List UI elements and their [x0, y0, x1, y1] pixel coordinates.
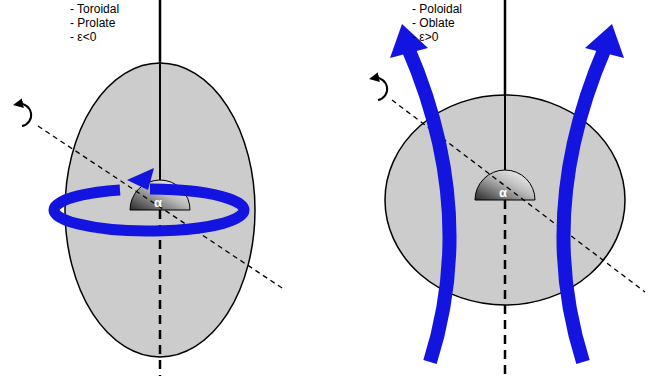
star-body [385, 95, 625, 305]
ellipticity: - ε<0 [70, 30, 96, 44]
toroidal-field [54, 189, 244, 231]
prolate-figure [18, 0, 285, 376]
angle-wedge [475, 170, 535, 200]
angle-label: α [499, 186, 507, 200]
axis [504, 200, 507, 376]
rotation-axis [38, 126, 285, 290]
field-type: - Poloidal [412, 2, 462, 16]
poloidal-field [563, 48, 605, 362]
arrow-head [127, 168, 154, 190]
angle-label: α [154, 196, 162, 210]
shape-type: - Prolate [70, 16, 115, 30]
ellipticity: - ε>0 [412, 30, 438, 44]
arrow-head [585, 24, 624, 58]
poloidal-field [408, 48, 450, 362]
star-body [65, 63, 255, 357]
oblate-figure [374, 0, 645, 376]
rotation-symbol [18, 104, 31, 126]
rotation-symbol [374, 78, 387, 100]
shape-type: - Oblate [412, 16, 455, 30]
field-type: - Toroidal [70, 2, 119, 16]
